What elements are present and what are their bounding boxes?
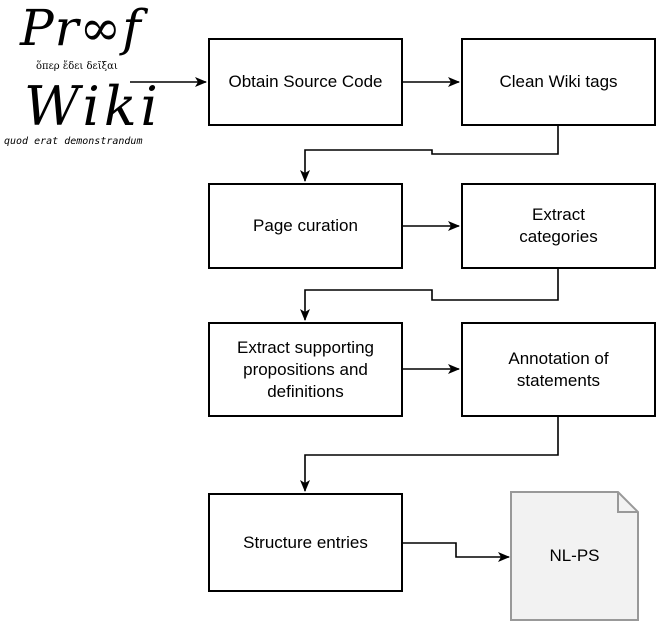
logo-wiki-text: Wiki <box>24 75 162 138</box>
output-document-shape <box>510 491 639 621</box>
arrow-annotation-to-structure <box>300 417 559 492</box>
logo-greek-motto: ὅπερ ἔδει δεῖξαι <box>36 61 118 72</box>
node-structure-entries: Structure entries <box>208 493 403 592</box>
logo-latin-motto: quod erat demonstrandum <box>4 136 143 147</box>
node-output-nl-ps: NL-PS <box>549 546 600 565</box>
node-obtain-source-code: Obtain Source Code <box>208 38 403 126</box>
arrow-categories-to-supporting <box>300 269 559 321</box>
arrow-structure-to-output <box>403 542 510 562</box>
node-clean-wiki-tags: Clean Wiki tags <box>461 38 656 126</box>
arrow-clean-to-curation <box>300 126 559 182</box>
node-label: Extract categories <box>519 205 598 246</box>
node-label: Page curation <box>253 216 358 235</box>
node-page-curation: Page curation <box>208 183 403 269</box>
node-label: Extract supporting propositions and defi… <box>236 337 374 401</box>
node-annotation-of-statements: Annotation of statements <box>461 322 656 417</box>
node-label: Clean Wiki tags <box>499 72 618 91</box>
logo-proof-text: Pr∞f <box>20 0 142 57</box>
document-fold <box>617 492 638 513</box>
node-label: Obtain Source Code <box>228 72 383 91</box>
node-label: Annotation of statements <box>508 348 609 390</box>
node-extract-supporting: Extract supporting propositions and defi… <box>208 322 403 417</box>
node-extract-categories: Extract categories <box>461 183 656 269</box>
node-label: Structure entries <box>243 532 368 552</box>
